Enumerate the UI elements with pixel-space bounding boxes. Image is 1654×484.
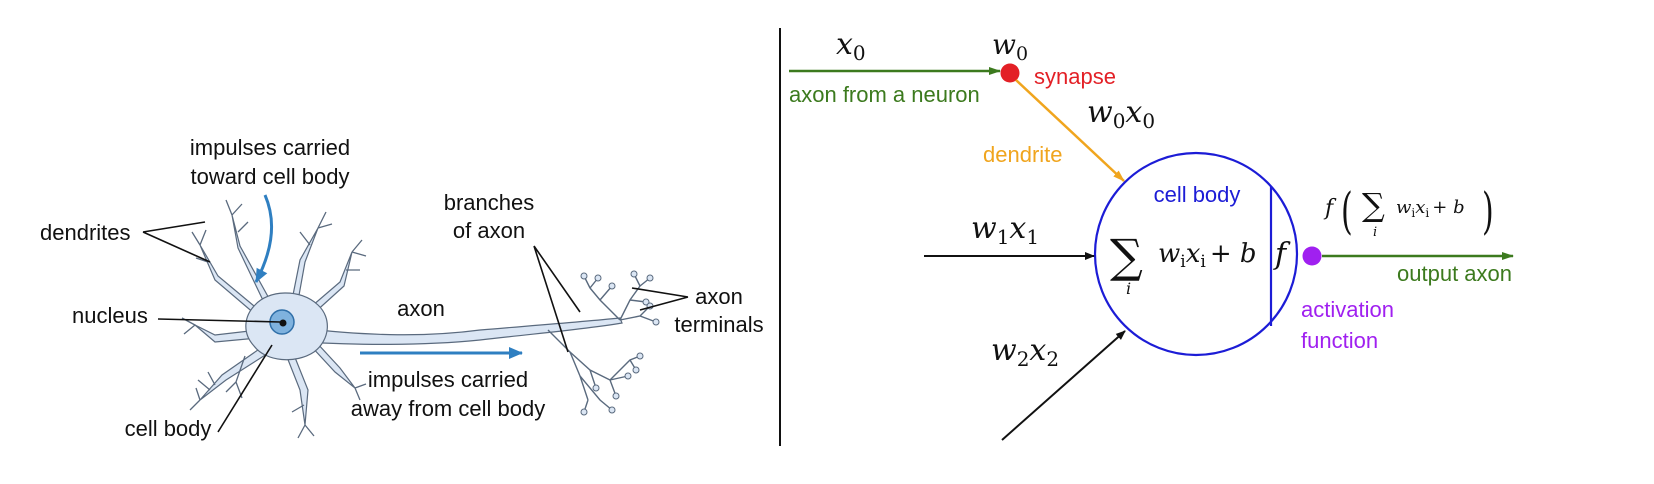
output-f: f <box>1323 196 1337 221</box>
leader-lines <box>142 221 689 433</box>
output-sum-index: i <box>1373 225 1377 240</box>
sum-symbol: ∑ <box>1110 229 1143 283</box>
w0-label: w0 <box>992 28 1028 65</box>
dendrite-twigs <box>181 199 367 439</box>
axon-terminals-label-2: terminals <box>674 312 763 337</box>
impulses-away-label-1: impulses carried <box>368 367 528 392</box>
w1x1-label: w1x1 <box>971 211 1039 249</box>
synapse-dot <box>1000 63 1020 83</box>
branches-leader <box>533 245 581 353</box>
output-paren-close: ) <box>1482 182 1494 240</box>
activation-label-1: activation <box>1301 297 1394 322</box>
dendrite-label: dendrite <box>983 142 1063 167</box>
axon-terminals-label-1: axon <box>695 284 743 309</box>
dendrite-branch <box>284 349 309 426</box>
axon-label: axon <box>397 296 445 321</box>
output-axon-label: output axon <box>1397 261 1512 286</box>
activation-dot <box>1302 246 1322 266</box>
axon-terminals-illustration <box>547 273 657 413</box>
nucleus-leader <box>157 318 281 323</box>
axon-terminals-leader <box>631 287 689 311</box>
nucleus-core <box>279 319 287 327</box>
sum-index: i <box>1126 279 1131 298</box>
dendrites-leader <box>142 221 211 263</box>
cell-body-leader <box>217 344 273 433</box>
branches-label-1: branches <box>444 190 535 215</box>
math-model-panel: x0 w0 synapse axon from a neuron dendrit… <box>789 27 1514 441</box>
dendrite-line <box>1015 79 1125 182</box>
output-formula: f ( ∑ i wixi+ b ) <box>1323 182 1494 240</box>
synapse-label: synapse <box>1034 64 1116 89</box>
axon-shaft <box>299 317 623 345</box>
x0-label: x0 <box>836 27 866 65</box>
impulse-toward-arrow <box>254 194 273 283</box>
dendrites-label: dendrites <box>40 220 131 245</box>
nucleus-label: nucleus <box>72 303 148 328</box>
impulses-toward-label-2: toward cell body <box>191 164 350 189</box>
axon-from-neuron-label: axon from a neuron <box>789 82 980 107</box>
cell-body-label: cell body <box>125 416 212 441</box>
f-symbol: f <box>1273 237 1291 272</box>
cell-body-circle <box>1093 151 1299 357</box>
w2x2-label: w2x2 <box>991 333 1059 371</box>
branches-label-2: of axon <box>453 218 525 243</box>
cell-body-title: cell body <box>1154 182 1241 207</box>
output-sum-symbol: ∑ <box>1362 186 1385 224</box>
activation-label-2: function <box>1301 328 1378 353</box>
sum-term: wixi+ b <box>1158 239 1257 272</box>
dendrite-branch <box>199 344 271 401</box>
w0x0-label: w0x0 <box>1087 95 1155 133</box>
output-sum-term: wixi+ b <box>1396 197 1465 220</box>
impulses-away-label-2: away from cell body <box>351 396 545 421</box>
biological-neuron-panel: impulses carried toward cell body dendri… <box>40 135 764 441</box>
output-paren-open: ( <box>1341 182 1353 240</box>
impulses-toward-label-1: impulses carried <box>190 135 350 160</box>
terminal-bulbs <box>580 270 660 416</box>
input-w2x2-arrow <box>1001 330 1126 441</box>
